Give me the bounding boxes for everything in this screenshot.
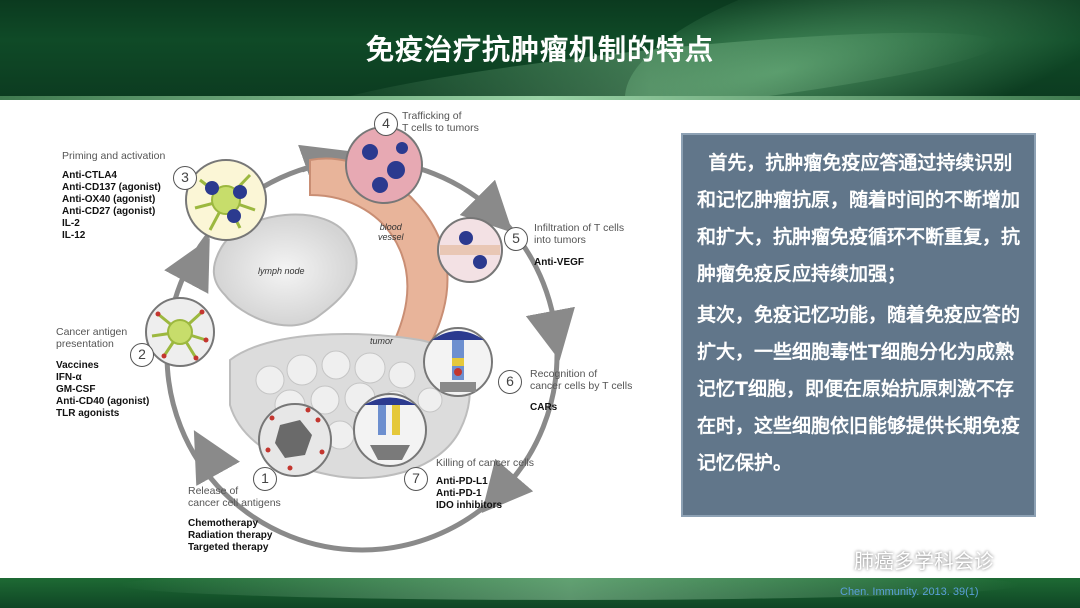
step-5-drugs: Anti-VEGF (534, 257, 584, 268)
step-2-drugs: Vaccines IFN-α GM-CSF Anti-CD40 (agonist… (56, 360, 150, 419)
cycle-arrow (164, 237, 210, 294)
step-6-label: Recognition of cancer cells by T cells (530, 368, 633, 392)
citation: Chen. Immunity. 2013. 39(1) (840, 586, 979, 598)
cycle-graphic (145, 126, 575, 553)
step-5-label: Infiltration of T cells into tumors (534, 222, 625, 246)
lymph-node-shape (212, 213, 358, 327)
cycle-arrow (193, 430, 240, 486)
step-3-drugs: Anti-CTLA4 Anti-CD137 (agonist) Anti-OX4… (62, 170, 161, 241)
paragraph-first: 首先，抗肿瘤免疫应答通过持续识别和记忆肿瘤抗原，随着时间的不断增加和扩大，抗肿瘤… (697, 152, 1021, 285)
step-6-drugs: CARs (530, 402, 558, 413)
cycle-arrow (525, 306, 575, 361)
slide-title: 免疫治疗抗肿瘤机制的特点 (365, 33, 714, 66)
wechat-icon (818, 546, 848, 572)
step-5-number: 5 (504, 227, 528, 251)
watermark: 肺癌多学科会诊 (818, 544, 994, 574)
tumor-label: tumor (370, 336, 394, 346)
cycle-arrow (459, 179, 513, 233)
step-1-label: Release of cancer cell antigens (188, 485, 281, 509)
step-6-number: 6 (498, 370, 522, 394)
cancer-immunity-cycle-diagram: lymph node blood vessel tumor 1 2 3 4 5 … (40, 100, 680, 570)
step-3-label: Priming and activation (62, 150, 166, 162)
watermark-text: 肺癌多学科会诊 (854, 548, 994, 573)
step-4-number: 4 (374, 112, 398, 136)
step-2-label: Cancer antigen presentation (56, 326, 128, 350)
header-divider (0, 96, 1080, 100)
cycle-arrow (481, 458, 534, 513)
lymph-node-label: lymph node (258, 266, 305, 276)
paragraph-second: 其次，免疫记忆功能，随着免疫应答的扩大，一些细胞毒性T细胞分化为成熟记忆T细胞，… (697, 304, 1021, 474)
explanation-textbox: 首先，抗肿瘤免疫应答通过持续识别和记忆肿瘤抗原，随着时间的不断增加和扩大，抗肿瘤… (681, 133, 1036, 517)
step-4-label: Trafficking of T cells to tumors (402, 110, 479, 134)
slide-footer (0, 578, 1080, 608)
step-1-drugs: Chemotherapy Radiation therapy Targeted … (188, 518, 273, 553)
footer-decoration (120, 578, 1020, 600)
step-1-number: 1 (253, 467, 277, 491)
slide-header: 免疫治疗抗肿瘤机制的特点 (0, 0, 1080, 100)
step-3-number: 3 (173, 166, 197, 190)
blood-vessel-label: blood vessel (378, 222, 404, 242)
step-2-number: 2 (130, 343, 154, 367)
step-7-label: Killing of cancer cells (436, 457, 535, 469)
step-7-number: 7 (404, 467, 428, 491)
step-7-drugs: Anti-PD-L1 Anti-PD-1 IDO inhibitors (436, 476, 503, 511)
